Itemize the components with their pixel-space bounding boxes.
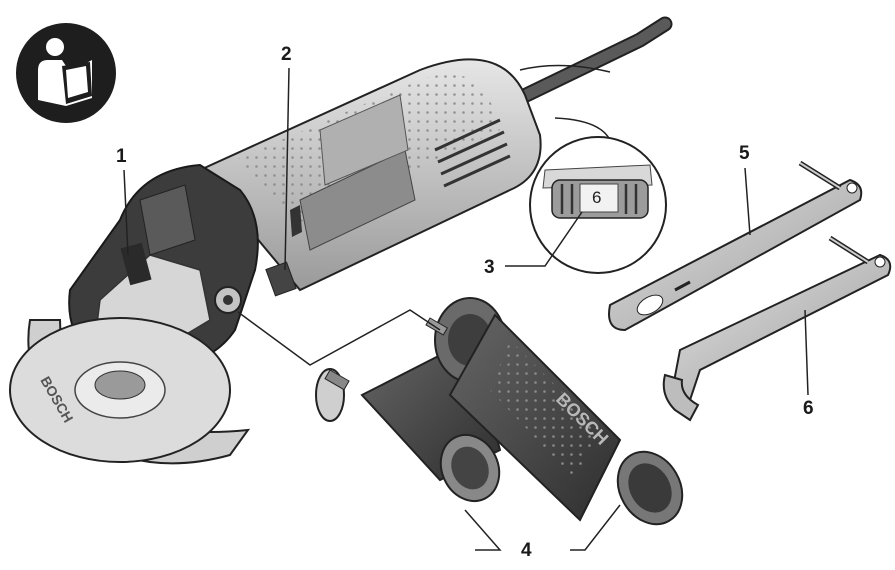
vent-slots — [434, 118, 511, 188]
leader-lines — [123, 67, 809, 551]
grinding-disc: BOSCH — [9, 317, 231, 463]
gear-head — [68, 163, 259, 367]
callout-2: 2 — [281, 44, 292, 65]
callout-1: 1 — [116, 146, 127, 167]
callout-5: 5 — [739, 143, 750, 164]
auxiliary-handle-vibration: BOSCH — [425, 297, 684, 526]
read-manual-icon — [16, 23, 116, 123]
callout-3: 3 — [484, 257, 495, 278]
power-cable — [512, 16, 673, 106]
two-pin-spanner — [608, 160, 863, 332]
callout-4: 4 — [521, 540, 532, 561]
pin-wrench — [662, 235, 892, 422]
speed-dial-value: 6 — [592, 188, 602, 207]
callout-6: 6 — [803, 398, 814, 419]
